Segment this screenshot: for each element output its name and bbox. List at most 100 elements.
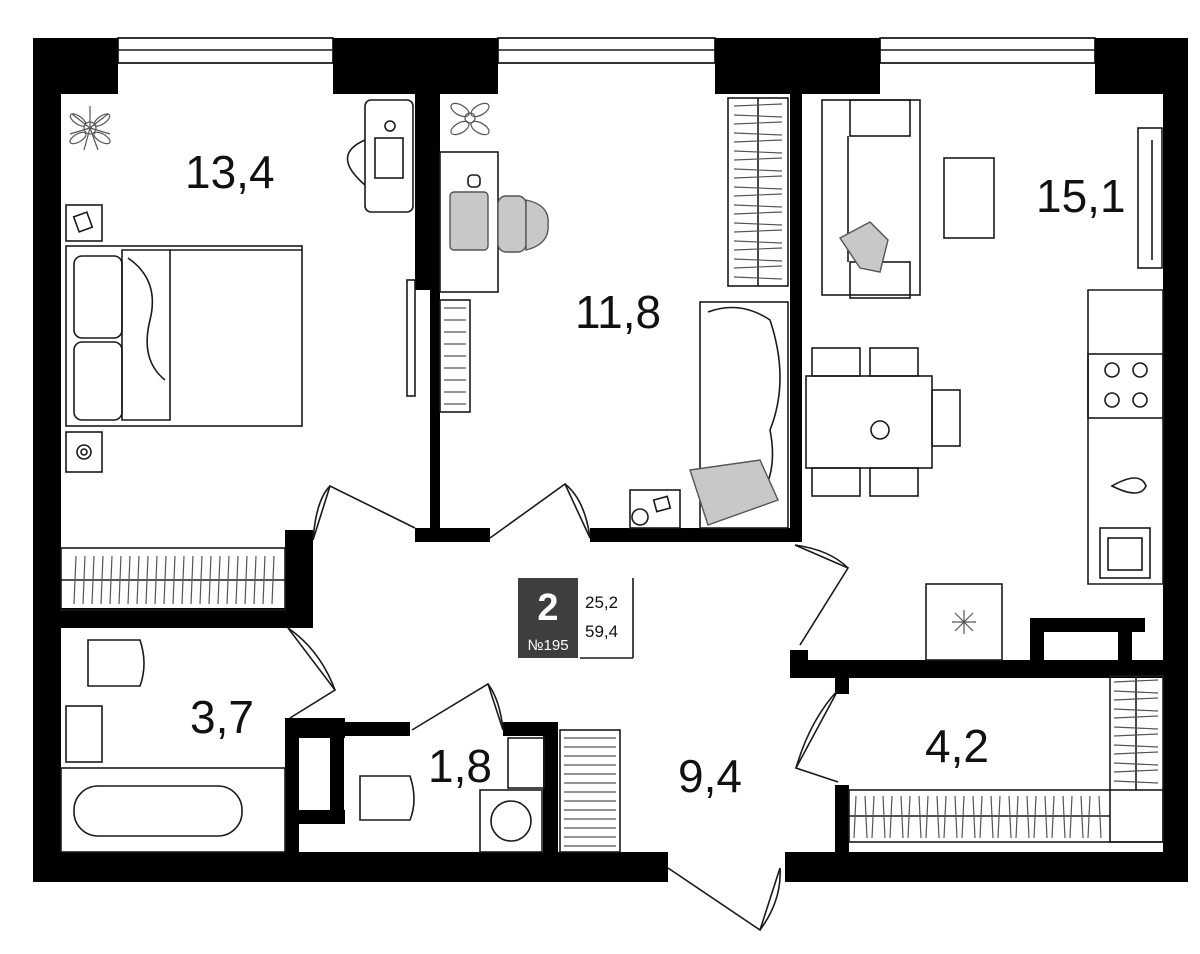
children-room-area: 11,8: [575, 286, 661, 338]
hanger-line: [990, 795, 994, 839]
hanger-line: [1113, 679, 1159, 683]
rooms-count: 2: [537, 587, 558, 629]
hanger-line: [235, 555, 239, 605]
bedroom-area: 13,4: [185, 146, 275, 198]
hanger-line: [1033, 795, 1037, 839]
hanger-line: [1080, 795, 1084, 839]
hanger-line: [961, 795, 965, 839]
wardrobe-area: 4,2: [925, 720, 989, 772]
hanger-line: [253, 555, 257, 605]
bedroom-furniture: [60, 99, 416, 611]
hanger-line: [226, 555, 230, 605]
hanger-lines: [73, 103, 1159, 847]
kitchen-furniture: [805, 99, 1164, 661]
hanger-line: [900, 795, 904, 839]
hanger-line: [208, 555, 212, 605]
hanger-line: [733, 211, 783, 215]
hanger-line: [1113, 744, 1159, 748]
hanger-line: [733, 276, 783, 280]
hanger-line: [100, 555, 104, 605]
hanger-line: [882, 795, 886, 839]
hanger-line: [1113, 715, 1159, 719]
hanger-line: [1026, 795, 1030, 839]
hanger-line: [82, 555, 86, 605]
hanger-line: [889, 795, 893, 839]
hanger-line: [91, 555, 95, 605]
hanger-line: [1113, 762, 1159, 766]
hanger-line: [1087, 795, 1091, 839]
hanger-line: [733, 240, 783, 244]
hanger-line: [733, 204, 783, 208]
hanger-line: [733, 103, 783, 107]
hanger-line: [972, 795, 976, 839]
apartment-info: 2 №195 25,2 59,4: [518, 578, 634, 659]
kitchen-living-area: 15,1: [1036, 170, 1126, 222]
hanger-line: [733, 132, 783, 136]
hanger-line: [136, 555, 140, 605]
hanger-line: [907, 795, 911, 839]
toilet-area: 1,8: [428, 740, 492, 792]
hanger-line: [733, 121, 783, 125]
walls: [33, 38, 1188, 882]
hanger-line: [954, 795, 958, 839]
hanger-line: [190, 555, 194, 605]
apartment-number: №195: [527, 637, 568, 654]
hanger-line: [109, 555, 113, 605]
hanger-line: [1113, 751, 1159, 755]
hanger-line: [871, 795, 875, 839]
wardrobe-rack: [848, 675, 1164, 843]
plant-icon: [450, 102, 490, 136]
hanger-line: [217, 555, 221, 605]
children-room-furniture: [439, 97, 789, 529]
hanger-line: [733, 150, 783, 154]
doors: [287, 482, 850, 932]
hanger-line: [118, 555, 122, 605]
hanger-line: [936, 795, 940, 839]
hanger-line: [1098, 795, 1102, 839]
hanger-line: [73, 555, 77, 605]
hanger-line: [733, 186, 783, 190]
hanger-line: [1113, 780, 1159, 784]
hanger-line: [733, 168, 783, 172]
hanger-line: [1051, 795, 1055, 839]
room-areas: 13,4 11,8 15,1 3,7 1,8 9,4 4,2: [185, 146, 1126, 802]
hanger-line: [145, 555, 149, 605]
hanger-line: [199, 555, 203, 605]
living-area: 25,2: [585, 593, 618, 612]
hanger-line: [181, 555, 185, 605]
windows: [117, 37, 1096, 64]
bathroom-fixtures: [60, 639, 621, 853]
hanger-line: [733, 229, 783, 233]
hanger-line: [943, 795, 947, 839]
hanger-line: [1113, 733, 1159, 737]
hanger-line: [864, 795, 868, 839]
hanger-line: [1044, 795, 1048, 839]
hanger-line: [1113, 769, 1159, 773]
hanger-line: [733, 175, 783, 179]
hanger-line: [163, 555, 167, 605]
hanger-line: [1008, 795, 1012, 839]
hanger-line: [979, 795, 983, 839]
total-area: 59,4: [585, 622, 618, 641]
hanger-line: [853, 795, 857, 839]
hanger-line: [918, 795, 922, 839]
hanger-line: [733, 114, 783, 118]
hanger-line: [1062, 795, 1066, 839]
hallway-area: 9,4: [678, 750, 742, 802]
hanger-line: [733, 265, 783, 269]
hanger-line: [733, 258, 783, 262]
bathroom-area: 3,7: [190, 691, 254, 743]
hanger-line: [1113, 708, 1159, 712]
hanger-line: [1113, 697, 1159, 701]
hanger-line: [733, 139, 783, 143]
hanger-line: [733, 222, 783, 226]
hanger-line: [262, 555, 266, 605]
hanger-line: [154, 555, 158, 605]
hanger-line: [997, 795, 1001, 839]
hanger-line: [1069, 795, 1073, 839]
hanger-line: [244, 555, 248, 605]
hanger-line: [1113, 726, 1159, 730]
hanger-line: [733, 193, 783, 197]
hanger-line: [925, 795, 929, 839]
